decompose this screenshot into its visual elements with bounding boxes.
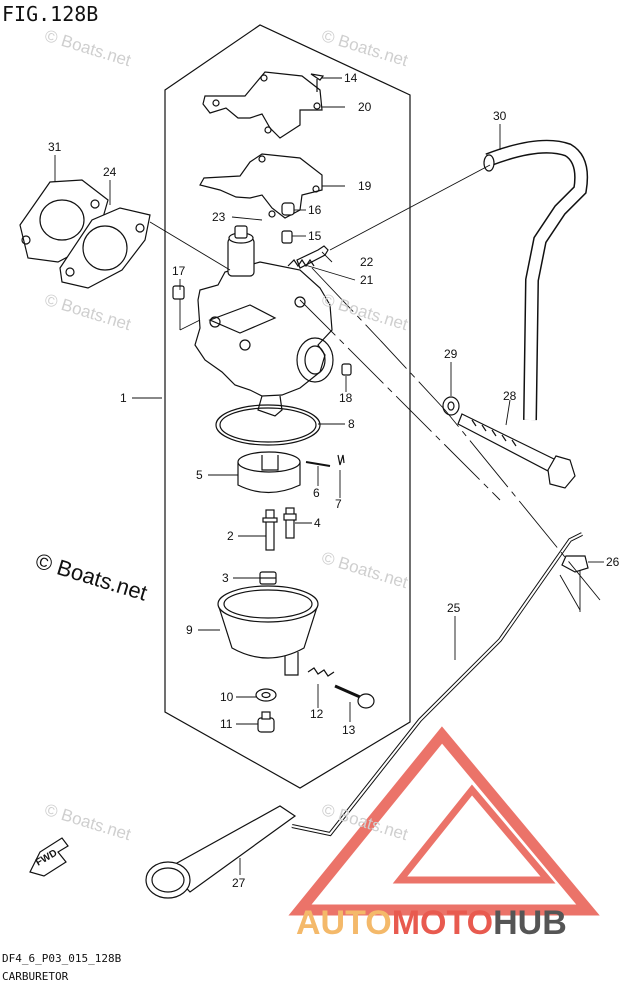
callout-1: 1 <box>120 391 127 405</box>
callout-8: 8 <box>348 417 355 431</box>
callout-7: 7 <box>335 497 342 511</box>
clip-7 <box>337 454 345 466</box>
drain-screw-11 <box>257 711 275 733</box>
brand-moto: MOTO <box>391 904 494 942</box>
screw-15 <box>281 230 293 244</box>
callout-22: 22 <box>360 255 374 269</box>
callout-18: 18 <box>339 391 353 405</box>
pilot-screw-22 <box>296 245 329 269</box>
callout-20: 20 <box>358 100 372 114</box>
main-jet-3 <box>259 571 277 585</box>
top-gasket <box>202 71 323 139</box>
callout-2: 2 <box>227 529 234 543</box>
callout-24: 24 <box>103 165 117 179</box>
screw-13 <box>334 684 375 709</box>
float-5 <box>237 451 301 494</box>
callout-23: 23 <box>212 210 226 224</box>
callout-4: 4 <box>314 516 321 530</box>
fwd-arrow <box>29 837 69 877</box>
figure-title: FIG.128B <box>2 2 99 26</box>
brand-hub: HUB <box>493 904 567 942</box>
spring-12 <box>307 667 335 677</box>
callout-labels: 1 2 3 4 5 6 7 8 9 10 11 12 13 14 15 16 1… <box>34 71 620 890</box>
callout-16: 16 <box>308 203 322 217</box>
callout-31: 31 <box>48 140 62 154</box>
callout-5: 5 <box>196 468 203 482</box>
callout-11: 11 <box>220 717 233 731</box>
jet-18 <box>341 363 352 376</box>
automotohub-logo-icon <box>288 726 600 916</box>
plug-16 <box>281 202 295 216</box>
callout-27: 27 <box>232 876 246 890</box>
callout-28: 28 <box>503 389 517 403</box>
callout-3: 3 <box>222 571 229 585</box>
clip-26 <box>561 555 589 573</box>
needle-valve-4 <box>283 507 297 539</box>
callout-21: 21 <box>360 273 374 287</box>
jet-17 <box>172 285 185 300</box>
callout-10: 10 <box>220 690 234 704</box>
main-nozzle-2 <box>262 509 278 551</box>
assembly-outline <box>164 24 411 789</box>
gasket-24 <box>59 207 151 289</box>
screw-14 <box>310 73 325 81</box>
callout-13: 13 <box>342 723 356 737</box>
callout-14: 14 <box>344 71 358 85</box>
callout-6: 6 <box>313 486 320 500</box>
callout-9: 9 <box>186 623 193 637</box>
pin-6 <box>305 461 331 467</box>
carburetor-body <box>194 225 334 417</box>
callout-15: 15 <box>308 229 322 243</box>
choke-knob-27 <box>145 805 297 899</box>
callout-25: 25 <box>447 601 461 615</box>
choke-rod-25 <box>291 532 583 837</box>
bolt-28 <box>457 413 576 489</box>
callout-29: 29 <box>444 347 458 361</box>
callout-17: 17 <box>172 264 186 278</box>
figure-code: DF4_6_P03_015_128B <box>2 952 122 965</box>
float-bowl-9 <box>217 585 319 676</box>
o-ring-8 <box>215 404 321 446</box>
automotohub-brand: AUTOMOTOHUB <box>296 904 567 943</box>
callout-19: 19 <box>358 179 372 193</box>
brand-auto: AUTO <box>296 904 392 942</box>
spring-21 <box>287 258 315 268</box>
washer-10 <box>255 688 277 702</box>
callout-12: 12 <box>310 707 324 721</box>
callout-30: 30 <box>493 109 507 123</box>
callout-26: 26 <box>606 555 620 569</box>
figure-caption: CARBURETOR <box>2 970 69 983</box>
gasket-19 <box>199 153 323 219</box>
washer-29 <box>442 396 460 416</box>
